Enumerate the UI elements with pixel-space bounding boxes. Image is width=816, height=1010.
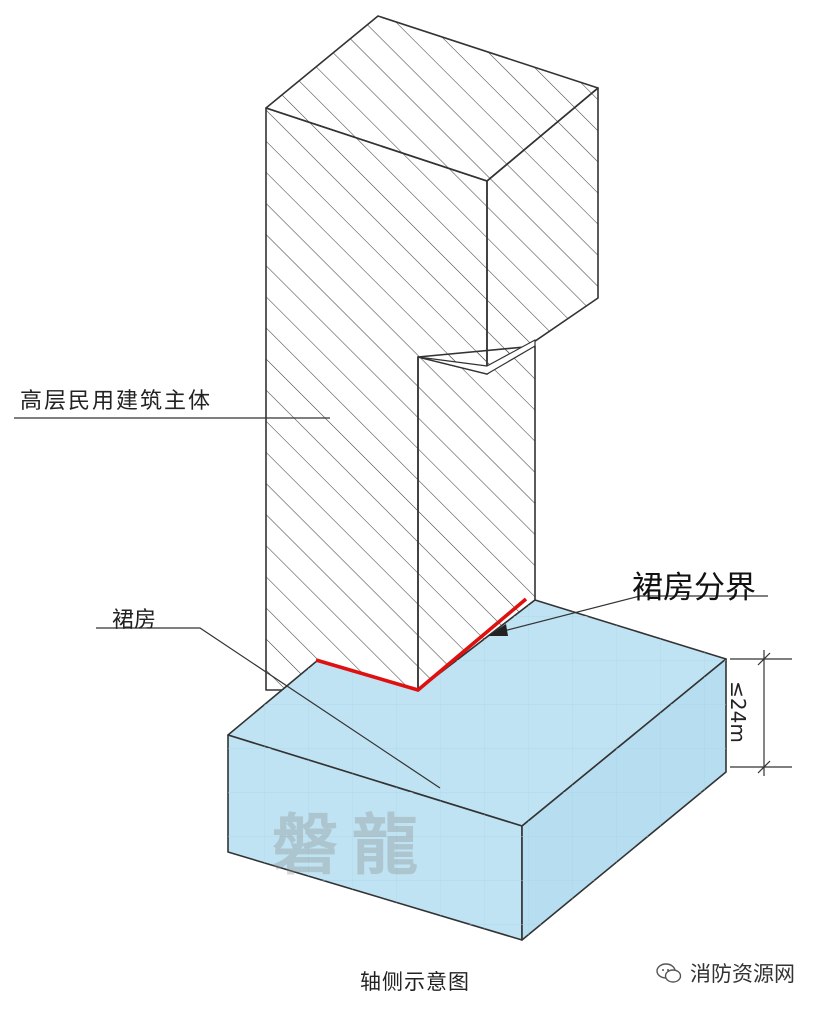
leader-lines — [14, 417, 768, 789]
dimension-tick-top — [757, 652, 771, 666]
tower-upper-side-face — [486, 87, 599, 375]
podium-side-grid — [522, 659, 726, 940]
podium-top-grid — [228, 600, 726, 826]
wechat-icon — [656, 963, 682, 983]
main-building-label: 高层民用建筑主体 — [20, 389, 213, 414]
podium-leader — [96, 627, 441, 789]
podium-front-grid — [228, 735, 522, 940]
podium-boundary-line — [315, 597, 528, 692]
source-credit: 消防资源网 — [656, 958, 795, 988]
boundary-leader — [491, 595, 768, 635]
podium-label: 裙房 — [112, 608, 157, 633]
source-text: 消防资源网 — [690, 962, 795, 986]
watermark: 磐龍 — [272, 807, 432, 884]
boundary-arrow-head — [488, 624, 508, 636]
diagram-caption: 轴侧示意图 — [360, 970, 470, 994]
tower-main-building — [265, 15, 599, 691]
podium-boundary-label: 裙房分界 — [632, 570, 756, 606]
height-limit-label: ≤24m — [726, 681, 750, 743]
tower-notch-underside — [417, 339, 536, 375]
dimension-tick-bottom — [757, 760, 771, 774]
height-dimension — [730, 650, 792, 776]
